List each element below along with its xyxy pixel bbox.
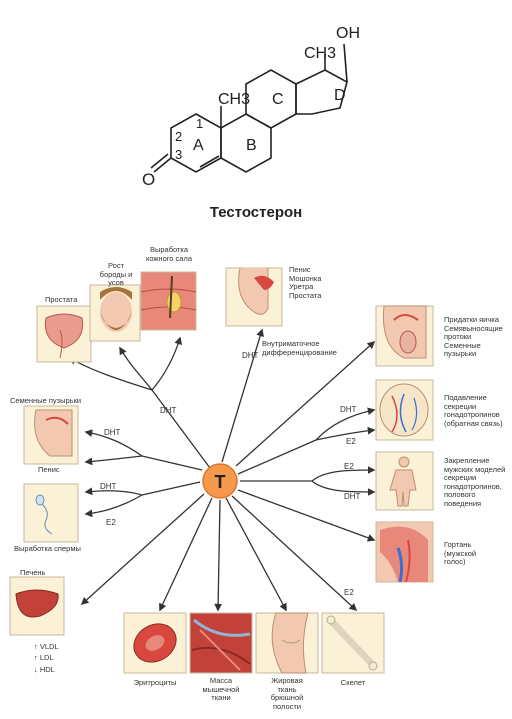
arrow-sperm-dht [84,487,143,496]
panel-prostate [36,305,92,363]
arrow-larynx [237,489,376,542]
label-epididymis: Придатки яичка Семявыносящие протоки Сем… [444,315,503,358]
dht-label-up: DHT [242,351,259,360]
ch3-top-label: CH3 [304,45,336,62]
panel-fat [255,612,319,674]
arrows [68,328,376,612]
panel-rbc [123,612,187,674]
arrow-suppression-trunk [237,439,317,475]
ketone-bond [153,157,172,173]
e2-label-sperm: E2 [106,518,116,527]
label-hdl: ↓ HDL [34,665,55,674]
panel-suppression [375,379,434,441]
label-prostate: Простата [45,295,78,304]
arrow-beard [119,346,153,391]
arrow-fat [225,497,287,612]
oh-bond [343,43,348,83]
oxygen-label: O [142,170,155,189]
arrow-liver [80,493,205,606]
dht-label-seminal: DHT [104,428,121,437]
arrow-prostate [68,357,153,391]
label-internal-diff: Внутриматочное дифференцирование [262,339,337,357]
arrow-penis-group [221,328,264,463]
arrow-seminal-trunk [141,455,203,471]
label-penis: Пенис [38,465,60,474]
arrow-sebum [151,336,182,391]
flow-labels: DHT DHT DHT E2 E2 DHT E2 DHT E2 DHT [100,351,361,597]
num-3-label: 3 [175,147,182,162]
panel-muscle [189,612,253,674]
panel-penis-group [225,267,283,327]
arrow-muscle [214,499,223,612]
label-liver: Печень [20,568,46,577]
label-behavior: Закрепление мужских моделей секреции гон… [444,456,506,508]
label-suppression: Подавление секреции гонадотропинов (обра… [444,393,503,428]
panel-sperm [23,483,79,543]
e2-label-behavior: E2 [344,462,354,471]
arrow-rbc [159,497,213,612]
dht-label-behavior: DHT [344,492,361,501]
ring-a-label: A [193,137,204,154]
panel-bone [321,612,385,674]
label-muscle: Масса мышечной ткани [202,676,240,702]
arrow-suppression-dht [315,407,376,441]
arrow-bone [231,495,358,612]
arrow-seminal-dht [84,429,143,457]
num-2-label: 2 [175,129,182,144]
panel-beard [89,284,141,342]
label-beard: Рост бороды и усов [99,261,133,287]
arrow-behavior-e2 [311,466,376,482]
hub-circle [202,463,238,499]
steroid-labels: OH CH3 CH3 A B C D 1 2 3 O [142,25,360,189]
ring-c-shape [245,69,297,129]
label-rbc: Эритроциты [133,678,177,687]
arrow-seminal-b [84,455,143,466]
label-vldl: ↑ VLDL [34,642,59,651]
label-sebum: Выработка кожного сала [145,245,193,263]
ring-c-label: C [272,91,284,108]
label-fat: Жировая ткань брюшной полости [270,676,304,711]
arrow-epididymis [235,340,376,467]
arrow-suppression-e2 [315,426,376,441]
panel-behavior [375,451,434,511]
label-larynx: Гортань (мужской голос) [444,540,477,566]
hub-label: T [215,472,226,492]
label-ldl: ↑ LDL [34,653,54,662]
double-bond-45 [199,155,220,168]
label-bone: Скелет [340,678,366,687]
oh-label: OH [336,25,360,42]
label-seminal: Семенные пузырьки [10,396,82,405]
ring-d-label: D [334,87,346,104]
steroid-structure [150,43,348,173]
ring-b-label: B [246,137,257,154]
arrow-sperm-trunk [141,481,201,496]
num-1-label: 1 [196,116,203,131]
label-penis-group: Пенис Мошонка Уретра Простата [289,265,322,300]
arrow-sperm-e2 [84,494,143,518]
molecule-title: Тестостерон [209,204,303,221]
panel-seminal [23,405,79,465]
hub: T [202,463,238,499]
dht-label-suppression: DHT [340,405,357,414]
dht-label-upleft: DHT [160,406,177,415]
arrow-behavior-dht [311,480,376,496]
e2-label-suppression: E2 [346,437,356,446]
panel-epididymis [375,305,434,367]
e2-label-bone: E2 [344,588,354,597]
panel-sebum [140,271,197,331]
label-sperm: Выработка спермы [14,544,81,553]
ch3-left-label: CH3 [218,91,250,108]
panel-liver [9,576,65,636]
ketone-bond-2 [150,153,169,169]
dht-label-sperm: DHT [100,482,117,491]
panel-larynx [375,521,434,583]
arrow-trunk-upleft [151,389,211,469]
